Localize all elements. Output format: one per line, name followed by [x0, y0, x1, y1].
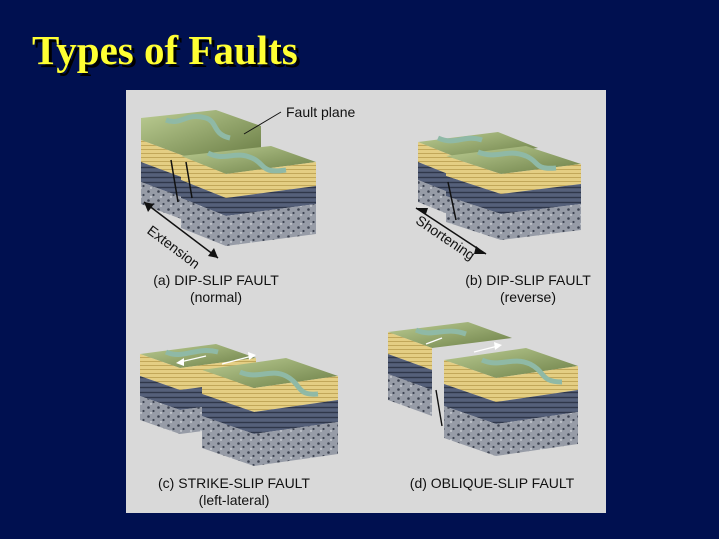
fault-diagram	[140, 110, 581, 466]
panel-b-caption-line1: (b) DIP-SLIP FAULT	[465, 272, 591, 288]
panel-a-caption-line2: (normal)	[189, 289, 243, 305]
panel-d-oblique-slip-fault	[388, 322, 578, 456]
panel-d-caption-line1: (d) OBLIQUE-SLIP FAULT	[409, 475, 575, 491]
shortening-arrow	[415, 207, 487, 255]
hanging-wall-block	[446, 146, 581, 240]
slip-arrow-up	[447, 181, 457, 221]
front-block	[444, 348, 578, 456]
back-block	[388, 322, 512, 416]
panel-b-caption-line2: (reverse)	[499, 289, 556, 305]
fault-types-figure: Fault plane Extension Shortening (a) DIP…	[126, 90, 606, 513]
extension-arrow	[143, 201, 219, 259]
fault-plane-label: Fault plane	[286, 104, 356, 120]
panel-c-strike-slip-fault	[140, 344, 338, 466]
strike-slip-arrows	[176, 352, 256, 366]
slip-arrow-down	[170, 159, 179, 203]
panel-a-caption-line1: (a) DIP-SLIP FAULT	[153, 272, 279, 288]
panel-c-caption-line2: (left-lateral)	[198, 492, 270, 508]
right-block	[202, 358, 338, 466]
hanging-wall-block	[181, 146, 316, 246]
fault-plane-leader	[243, 111, 282, 135]
slide-title: Types of Faults	[32, 27, 298, 73]
panel-a-normal-fault	[141, 110, 316, 259]
oblique-slip-arrows	[425, 337, 502, 427]
panel-c-caption-line1: (c) STRIKE-SLIP FAULT	[158, 475, 310, 491]
panel-b-reverse-fault	[415, 132, 581, 255]
